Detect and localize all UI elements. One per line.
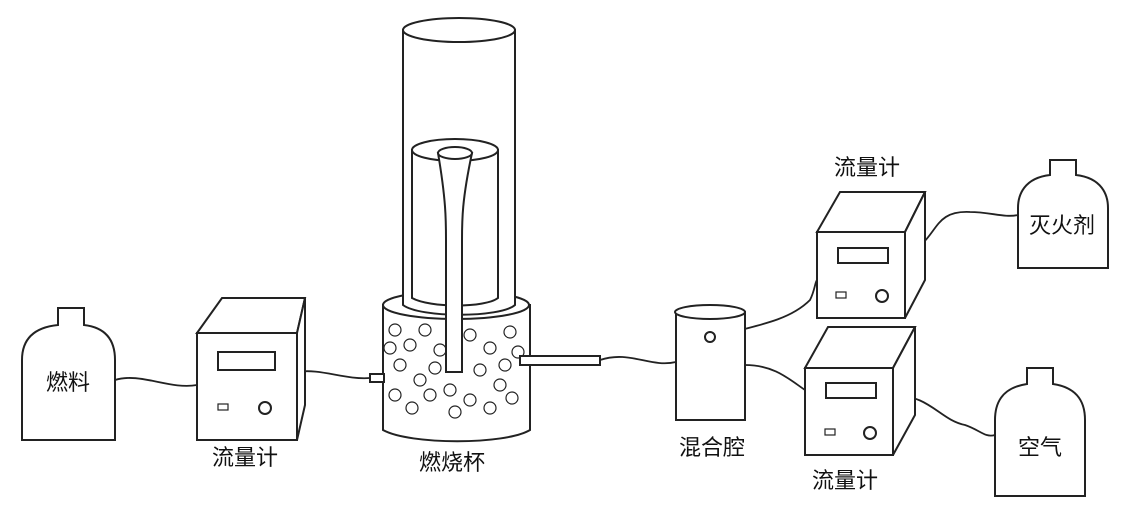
- glass-beads: [383, 323, 525, 419]
- display-window: [837, 247, 889, 264]
- fuel-to-flowmeter-line: [114, 377, 198, 387]
- burner-to-mixer-line: [599, 356, 677, 365]
- knob-icon: [863, 426, 877, 440]
- air-flowmeter-label: 流量计: [812, 469, 878, 494]
- air-bottle: 空气: [994, 367, 1086, 497]
- mixing-chamber-label: 混合腔: [679, 436, 745, 461]
- mixing-chamber: 混合腔: [674, 304, 746, 461]
- mixer-to-air-flowmeter-line: [744, 364, 806, 391]
- knob-icon: [875, 289, 889, 303]
- knob-icon: [258, 401, 272, 415]
- flowmeter-to-burner-line: [296, 370, 371, 380]
- air-flowmeter: 流量计: [803, 326, 917, 494]
- fuel-bottle: 燃料: [21, 307, 116, 441]
- air-flowmeter-to-bottle-line: [892, 394, 996, 437]
- extinguishing-agent-bottle: 灭火剂: [1017, 159, 1109, 269]
- fuel-flowmeter-label: 流量计: [212, 446, 278, 471]
- nozzle: [437, 146, 473, 160]
- inlet-tube: [519, 355, 601, 366]
- agent-flowmeter-label: 流量计: [834, 156, 900, 181]
- fuel-flowmeter: 流量计: [195, 297, 307, 471]
- fuel-label: 燃料: [46, 371, 90, 396]
- cup-burner: 燃烧杯: [369, 17, 601, 476]
- air-label: 空气: [1018, 436, 1062, 461]
- agent-flowmeter: 流量计: [815, 156, 927, 319]
- mixer-inlet-port: [704, 331, 716, 343]
- display-window: [825, 382, 877, 399]
- display-window: [217, 351, 276, 371]
- extinguishing-agent-label: 灭火剂: [1029, 214, 1095, 239]
- cup-burner-label: 燃烧杯: [419, 451, 485, 476]
